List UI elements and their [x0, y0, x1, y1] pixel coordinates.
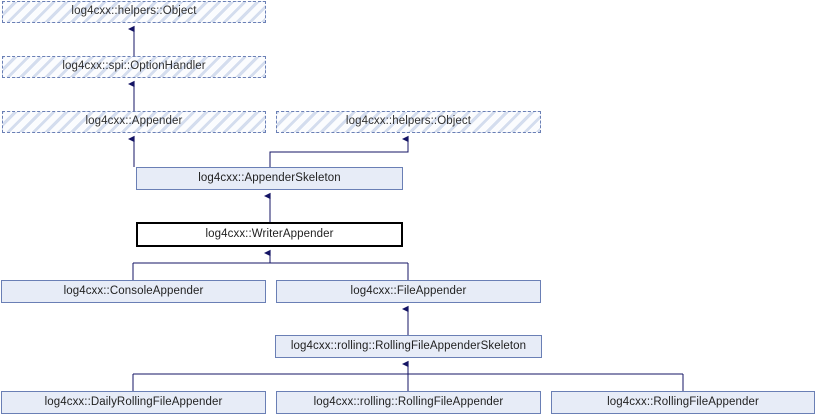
class-node-label: log4cxx::helpers::Object — [345, 115, 472, 128]
class-node-label: log4cxx::rolling::RollingFileAppenderSke… — [290, 339, 527, 352]
class-node-label: log4cxx::spi::OptionHandler — [62, 60, 206, 73]
class-node-label: log4cxx::rolling::RollingFileAppender — [313, 395, 504, 408]
class-node-label: log4cxx::DailyRollingFileAppender — [44, 395, 223, 408]
class-node-label: log4cxx::WriterAppender — [205, 227, 334, 240]
class-node-appenderskeleton[interactable]: log4cxx::AppenderSkeleton — [136, 167, 403, 190]
class-node-fileappender[interactable]: log4cxx::FileAppender — [276, 280, 541, 303]
edge-appenderskeleton-to-object-right — [269, 145, 409, 167]
class-node-label: log4cxx::Appender — [85, 115, 183, 128]
class-node-rollingfileappender[interactable]: log4cxx::RollingFileAppender — [551, 391, 815, 414]
class-node-consoleappender[interactable]: log4cxx::ConsoleAppender — [1, 280, 266, 303]
class-node-spi-optionhandler[interactable]: log4cxx::spi::OptionHandler — [2, 56, 266, 78]
class-node-label: log4cxx::AppenderSkeleton — [198, 171, 341, 184]
class-node-label: log4cxx::FileAppender — [350, 284, 467, 297]
class-node-dailyrollingfileappender[interactable]: log4cxx::DailyRollingFileAppender — [1, 391, 266, 414]
class-node-rollingfileappenderskeleton[interactable]: log4cxx::rolling::RollingFileAppenderSke… — [275, 335, 542, 358]
class-node-appender[interactable]: log4cxx::Appender — [2, 111, 266, 133]
class-node-rolling-rollingfileappender[interactable]: log4cxx::rolling::RollingFileAppender — [276, 391, 541, 414]
class-node-helpers-object-right[interactable]: log4cxx::helpers::Object — [276, 111, 541, 133]
class-node-label: log4cxx::RollingFileAppender — [607, 395, 759, 408]
class-node-label: log4cxx::helpers::Object — [71, 5, 197, 18]
class-node-label: log4cxx::ConsoleAppender — [63, 284, 204, 297]
class-node-helpers-object-top[interactable]: log4cxx::helpers::Object — [2, 1, 266, 23]
class-node-writerappender[interactable]: log4cxx::WriterAppender — [136, 222, 403, 247]
